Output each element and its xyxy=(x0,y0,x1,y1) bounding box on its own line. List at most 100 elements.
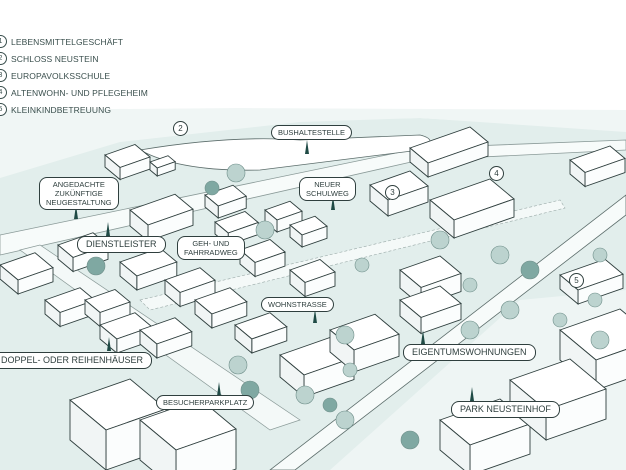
diagonal-road xyxy=(269,194,626,470)
building-face xyxy=(139,329,158,359)
building-face xyxy=(569,159,586,188)
building xyxy=(139,317,193,359)
tree-icon xyxy=(590,330,610,350)
building-face xyxy=(175,428,237,470)
label-radweg: GEH- UND FAHRRADWEG xyxy=(177,236,245,260)
label-schulweg: NEUER SCHULWEG xyxy=(299,177,356,201)
building xyxy=(409,126,489,178)
tree-icon xyxy=(295,385,315,405)
building xyxy=(239,238,286,278)
building-face xyxy=(139,419,177,470)
tree-icon xyxy=(335,325,355,345)
tree-icon xyxy=(587,292,603,308)
pin-neugestaltung xyxy=(74,205,78,219)
building xyxy=(194,287,248,329)
pin-reihenhaeuser xyxy=(107,337,111,351)
building xyxy=(289,215,328,248)
pin-dienstleister xyxy=(106,222,110,236)
tree-icon xyxy=(335,410,355,430)
building-face xyxy=(234,324,253,354)
building xyxy=(234,312,288,354)
pin-parkplatz xyxy=(217,382,221,396)
tree-icon xyxy=(460,320,480,340)
building-face xyxy=(0,264,19,295)
building-face xyxy=(194,299,213,329)
legend-item: 5 KLEINKINDBETREUUNG xyxy=(0,101,148,118)
tree-icon xyxy=(400,430,420,450)
sky-fade xyxy=(0,108,626,178)
tree-icon xyxy=(354,257,370,273)
pin-wohnstrasse xyxy=(313,309,317,323)
building xyxy=(369,170,429,217)
marker-volksschule: 3 xyxy=(385,185,400,200)
building-face xyxy=(149,161,158,177)
tree-icon xyxy=(552,312,568,328)
label-bushaltestelle: BUSHALTESTELLE xyxy=(271,125,352,140)
building-face xyxy=(264,209,278,233)
legend-label: KLEINKINDBETREUUNG xyxy=(11,104,112,115)
legend-item: 2 SCHLOSS NEUSTEIN xyxy=(0,50,148,67)
legend-label: LEBENSMITTELGESCHÄFT xyxy=(11,36,124,47)
building-face xyxy=(44,299,61,328)
building-face xyxy=(69,399,107,470)
building xyxy=(104,143,151,181)
tree-icon xyxy=(322,397,338,413)
legend-item: 1 LEBENSMITTELGESCHÄFT xyxy=(0,33,148,50)
pin-bushaltestelle xyxy=(305,140,309,154)
legend-number: 1 xyxy=(0,35,7,48)
building xyxy=(204,184,248,219)
building xyxy=(429,178,515,239)
pin-eigentum xyxy=(421,330,425,344)
building xyxy=(399,285,462,335)
tree-icon xyxy=(430,230,450,250)
tree-icon xyxy=(226,163,246,183)
label-neugestaltung: ANGEDACHTE ZUKÜNFTIGE NEUGESTALTUNG xyxy=(39,177,119,210)
marker-schloss: 2 xyxy=(173,121,188,136)
legend-label: SCHLOSS NEUSTEIN xyxy=(11,53,99,64)
marker-kleinkind: 5 xyxy=(569,273,584,288)
tree-icon xyxy=(342,362,358,378)
tree-icon xyxy=(204,180,220,196)
building-face xyxy=(409,147,429,178)
building xyxy=(289,258,336,298)
building-face xyxy=(289,269,306,298)
legend-number: 2 xyxy=(0,52,7,65)
legend-number: 5 xyxy=(0,103,7,116)
tree-icon xyxy=(228,355,248,375)
label-dienstleister: DIENSTLEISTER xyxy=(77,236,166,253)
tree-icon xyxy=(520,260,540,280)
pin-schulweg xyxy=(331,196,335,210)
tree-icon xyxy=(462,277,478,293)
trees xyxy=(86,163,610,450)
building-face xyxy=(204,194,219,219)
building xyxy=(149,155,177,177)
tree-icon xyxy=(490,245,510,265)
label-eigentum: EIGENTUMSWOHNUNGEN xyxy=(403,344,536,361)
building xyxy=(264,200,303,233)
building-face xyxy=(429,199,455,239)
building-face xyxy=(104,154,121,181)
tree-icon xyxy=(255,220,275,240)
label-reihenhaeuser: DOPPEL- ODER REIHENHÄUSER xyxy=(0,352,153,369)
legend-label: EUROPAVOLKSSCHULE xyxy=(11,70,111,81)
building xyxy=(139,398,237,470)
castle-grounds xyxy=(138,134,431,171)
building xyxy=(0,252,54,295)
building-face xyxy=(369,184,389,217)
building xyxy=(569,145,626,188)
building-face xyxy=(439,419,471,470)
building-face xyxy=(57,244,74,273)
tree-icon xyxy=(500,300,520,320)
building-face xyxy=(289,224,303,248)
building xyxy=(509,358,607,441)
building-face xyxy=(119,261,138,291)
building xyxy=(69,378,167,470)
tree-icon xyxy=(592,247,608,263)
building-face xyxy=(164,279,181,308)
tree-icon xyxy=(86,256,106,276)
marker-pflegeheim: 4 xyxy=(489,166,504,181)
